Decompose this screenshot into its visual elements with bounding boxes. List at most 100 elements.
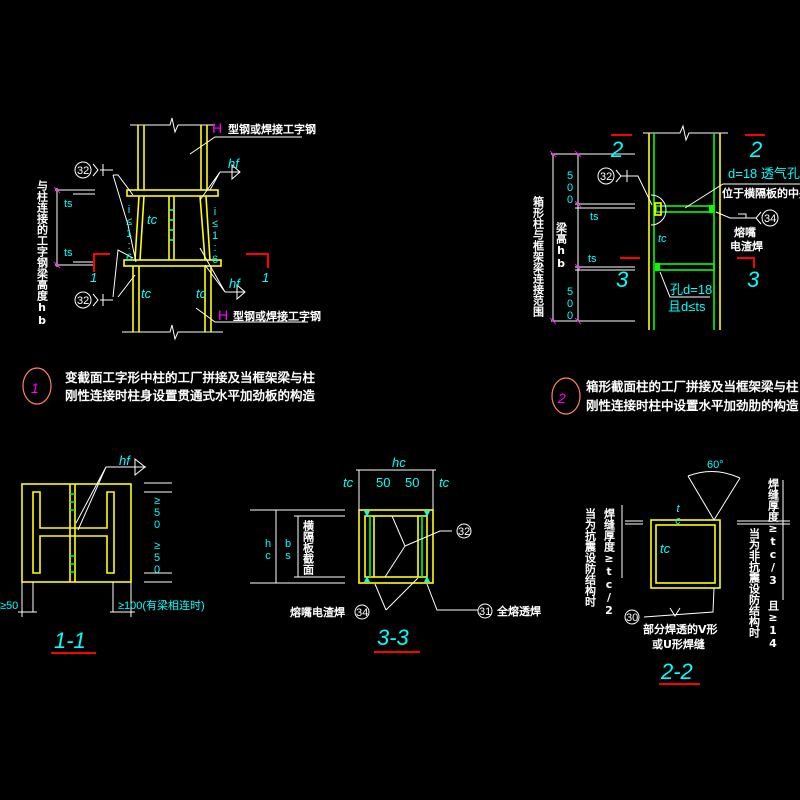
weld-ref-upper: 32 [77,165,89,177]
weld-leaders [374,577,478,611]
dim-50-right: 50 [405,475,419,490]
detail-number: 1 [31,380,39,396]
tc-label-lower-right: tc [196,286,207,301]
hole-label: 孔d=18 [670,282,712,297]
weld-ref-34-circle [761,209,779,227]
dim-ge50-top: ≥50 [151,495,163,531]
section-cut-markers [611,134,765,268]
weld-34-leader [715,211,762,225]
dim-500-top: 500 [564,170,576,206]
hole-note: 且d≤ts [668,299,706,314]
section-label: 1-1 [54,628,86,653]
section-mark-3-right: 3 [747,267,760,292]
dimension-lines [250,469,436,584]
section-label: 3-3 [377,625,410,650]
stiffener-plate-outline [21,483,132,583]
steel-label-bottom: 型钢或焊接工字钢 [233,309,321,323]
dim-ge50-left: ≥50 [0,600,18,612]
section-mark-3-left: 3 [616,267,629,292]
column-web [168,196,175,260]
box-outer [358,509,434,584]
section-1-cut-markers [93,253,269,272]
tc-label-side: tc [660,541,671,556]
weld-ref-32-circle [597,167,615,185]
dimension-lines [18,482,172,617]
bs-label: bs [282,538,294,562]
slope-label-left: i≤1:6 [123,204,135,264]
weld-ref-34: 34 [356,607,368,619]
break-line-top [130,117,215,134]
ts-label-lower: ts [64,247,73,259]
upper-diaphragm [655,205,715,213]
section-label: 2-2 [660,659,693,684]
weld-32-leader [384,515,452,578]
weld-ref-30: 30 [626,612,638,624]
weld-ref-lower: 32 [77,295,89,307]
lower-stiffener-plate [123,259,222,267]
section-3-3: 32 34 熔嘴电渣焊 31 全熔透焊 hc tc tc 50 50 hc bs… [250,455,541,653]
groove-angle-lines [687,471,741,521]
dim-ge100: ≥100(有梁相连时) [118,598,205,612]
section-mark-left: 1 [90,270,97,285]
weld-text-1: 部分焊透的V形 [643,622,718,636]
backing-bar [654,202,662,216]
tapered-flanges [134,195,211,261]
weld-detail-arc [650,194,667,226]
weld-34-note-1: 熔嘴 [734,225,756,239]
weld-ref-31-circle [477,603,493,619]
tc-label-left: tc [343,475,354,490]
left-text-2: 焊缝厚度≥tc/2 [603,507,616,617]
slope-label-right: i≤1:6 [209,206,221,266]
upper-column-flanges [137,125,208,190]
h-mark-top: H [212,120,222,136]
lower-diaphragm [655,263,715,271]
tc-label-right: tc [439,475,450,490]
weld-32-leader [615,169,653,206]
weld-text-2: 或U形焊缝 [652,637,705,651]
detail-number-circle [551,377,581,415]
side-label: 横隔板截面 [302,519,315,576]
hf-leader-upper [199,171,240,201]
ts-label-upper: ts [590,211,599,223]
tc-label-lower-left: tc [141,286,152,301]
section-mark-2-right: 2 [749,137,762,162]
hf-leader-lower [199,247,245,293]
detail-title-line1: 变截面工字形中柱的工厂拼接及当框架梁与柱 [65,370,316,385]
web-weld-marks [70,493,75,573]
hf-label-lower: hf [229,276,241,291]
hc-label-side: hc [262,538,274,562]
weld-ref-30-circle [624,609,640,625]
weld-ref-32: 32 [600,171,612,183]
left-text-1: 当为抗震设防结构时 [584,507,598,608]
ts-label-lower: ts [588,253,597,265]
box-outer [650,519,721,589]
section-2-2: 60° tc tc 当为抗震设防结构时 焊缝厚度≥tc/2 当为非抗震设防结构时… [584,459,790,685]
tc-label: tc [147,212,158,227]
right-text-1: 当为非抗震设防结构时 [748,527,762,639]
weld-ref-34-circle [354,604,370,620]
weld-ref-31: 31 [479,606,491,618]
weld-31-text: 全熔透焊 [496,604,541,618]
weld-flag-icon [134,457,146,477]
web-weld-lines [69,484,76,582]
weld-thickness-lines [621,480,790,600]
hf-leader [75,466,146,531]
diaphragm-green-lines [369,516,423,577]
beam-depth-label: 与柱连接的工字钢梁高度hb [36,180,50,327]
beam-depth-label: 梁高hb [555,221,569,270]
weld-34-text: 熔嘴电渣焊 [290,605,345,619]
dim-ticks [53,186,61,269]
detail-number: 2 [557,390,566,406]
section-1-1: hf ≥50 ≥50 ≥50 ≥100(有梁相连时) 1-1 [0,453,205,654]
weld-ref-circle-upper [74,161,92,179]
electroslag-weld-mark-lower [655,263,660,271]
detail-number-circle [22,367,52,405]
diaphragm-edges [373,516,419,577]
weld-30-leader [643,587,715,618]
box-column-outer-walls [648,133,721,330]
dim-ge50-bottom: ≥50 [151,540,163,576]
box-inner [364,515,428,578]
dimension-lines [551,153,635,322]
